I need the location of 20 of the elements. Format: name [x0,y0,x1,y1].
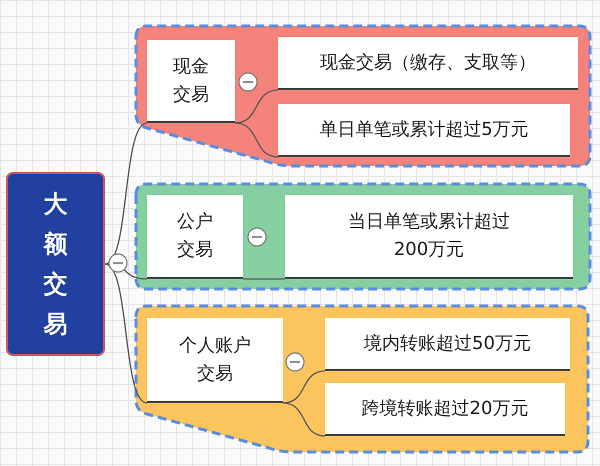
connector-line [104,263,148,404]
topic-box: 跨境转账超过20万元 [325,383,565,436]
topic-box: 公户交易 [147,195,243,279]
topic-box: 单日单笔或累计超过5万元 [278,104,570,157]
connector-line [234,122,278,158]
topic-box: 当日单笔或累计超过200万元 [285,195,573,279]
connector-line [104,122,148,265]
connector-line [234,89,278,124]
topic-box: 个人账户交易 [147,318,283,403]
root-topic-box: 大额交易 [6,172,105,356]
connector-line [243,278,285,280]
group-panel [133,303,591,455]
topic-box: 现金交易（缴存、支取等） [278,37,578,90]
topic-box: 境内转账超过50万元 [325,318,570,371]
group-panel [133,181,593,292]
topic-box: 现金交易 [147,40,235,123]
connector-line [282,402,326,437]
group-panel [133,23,593,169]
connector-line [104,263,148,280]
connector-line [282,370,326,404]
